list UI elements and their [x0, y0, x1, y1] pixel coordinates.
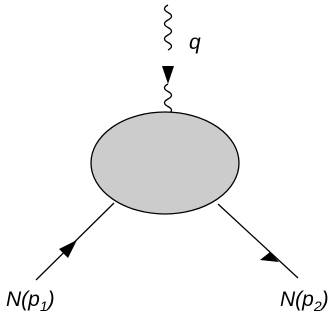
incoming-label: N(p1) — [6, 288, 55, 314]
incoming-letter: N — [6, 288, 22, 311]
photon-line-upper — [163, 4, 173, 51]
outgoing-index: 2 — [313, 298, 322, 314]
outgoing-nucleon-line — [217, 203, 299, 279]
incoming-index: 1 — [40, 298, 48, 314]
outgoing-letter: N — [280, 288, 296, 311]
photon-arrow-icon — [162, 66, 174, 84]
photon-label: q — [189, 31, 201, 54]
incoming-arrow-icon — [59, 240, 77, 258]
incoming-open-paren: ( — [21, 288, 30, 311]
outgoing-arrow-icon — [260, 252, 279, 262]
outgoing-close-paren: ) — [319, 288, 329, 311]
incoming-close-paren: ) — [45, 288, 55, 311]
outgoing-open-paren: ( — [295, 288, 304, 311]
outgoing-momentum: p — [301, 288, 314, 311]
incoming-momentum: p — [27, 288, 40, 311]
outgoing-label: N(p2) — [280, 288, 329, 314]
vertex-blob — [90, 111, 240, 215]
